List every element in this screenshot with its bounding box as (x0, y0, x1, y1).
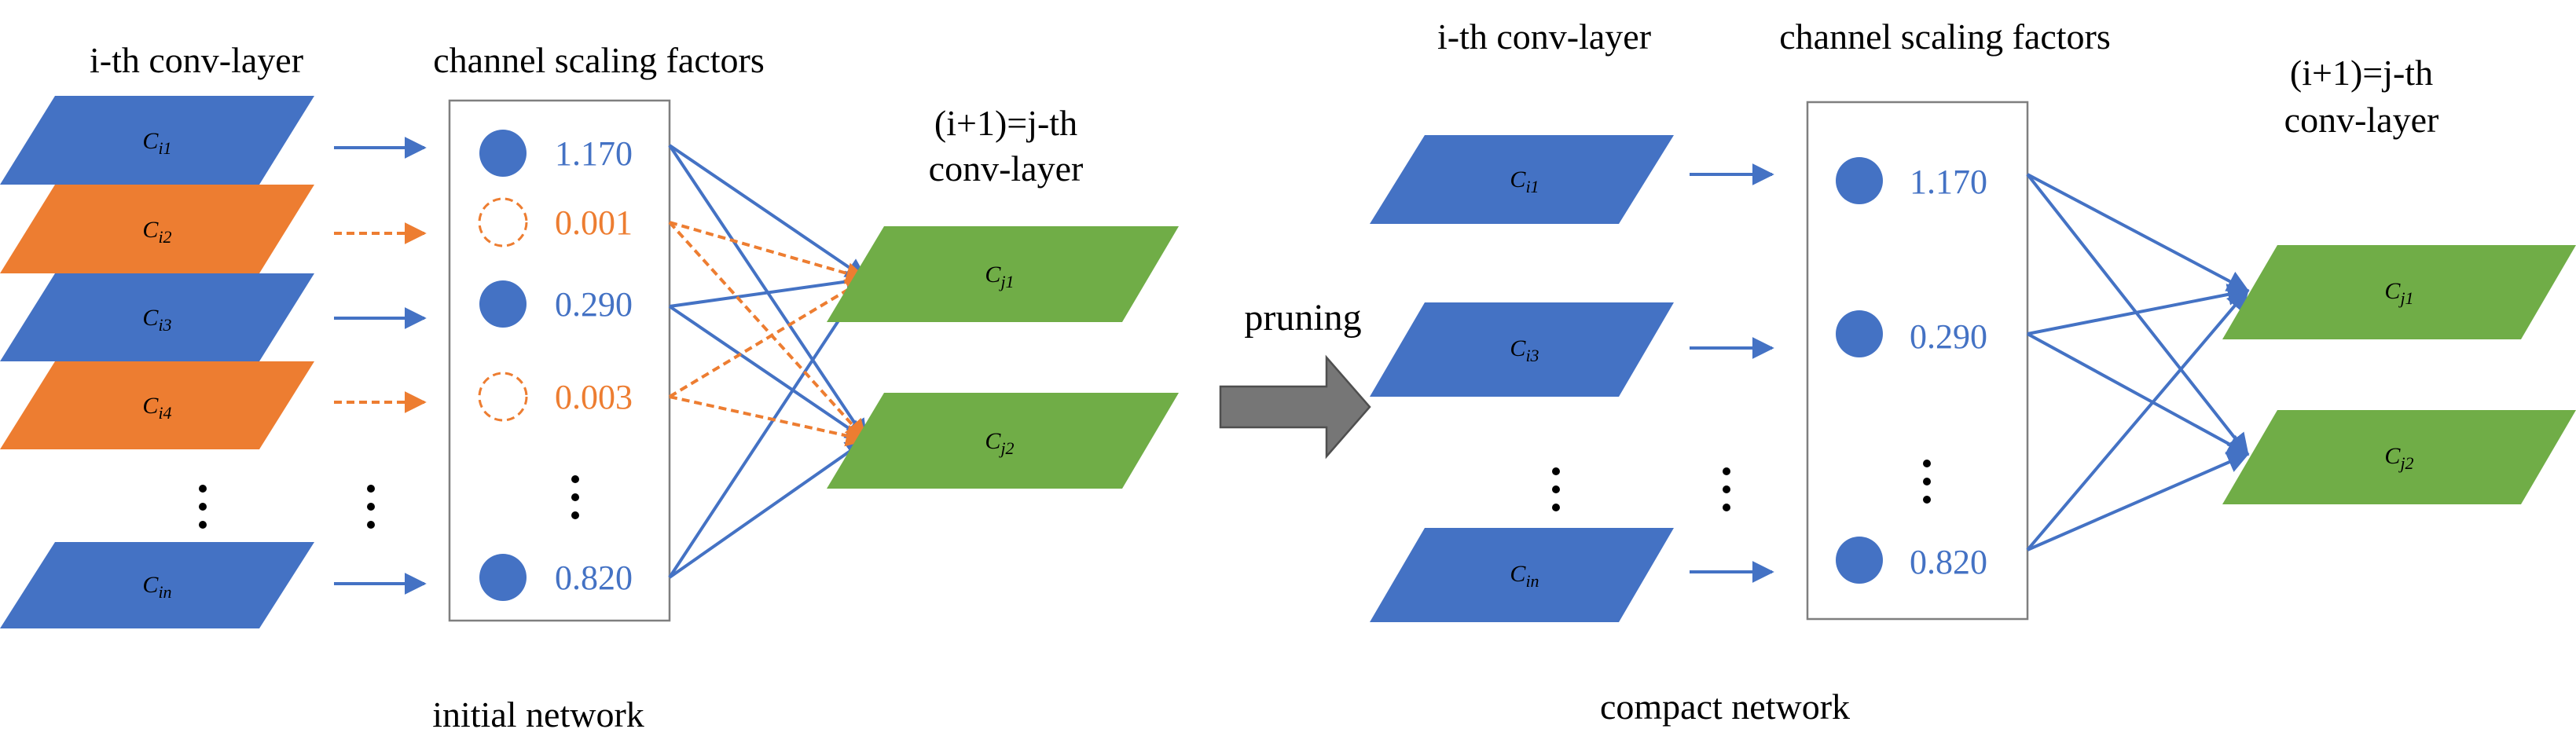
compact-network-caption: compact network (1600, 687, 1850, 727)
factor-dot-kept (479, 130, 527, 177)
pruning-step: pruning (1219, 297, 1371, 460)
initial-channel-plane-i2: Ci2 (0, 185, 314, 273)
channel-subscript: i3 (158, 315, 171, 335)
svg-text:Cj2: Cj2 (2384, 443, 2413, 473)
channel-label: C (2384, 278, 2401, 304)
channel-label: C (142, 128, 159, 154)
compact-jth-layer-title-line2: conv-layer (2284, 100, 2439, 140)
initial-vertical-ellipsis-planes (199, 485, 207, 529)
initial-channel-plane-i3: Ci3 (0, 273, 314, 361)
svg-text:Ci4: Ci4 (142, 393, 171, 423)
initial-jth-layer-title-line2: conv-layer (929, 148, 1084, 189)
svg-text:Cin: Cin (1510, 561, 1539, 591)
factor-dot-pruned (478, 197, 528, 247)
factors-vertical-ellipsis (571, 475, 579, 519)
compact-network: i-th conv-layer channel scaling factors … (1370, 16, 2576, 727)
channel-subscript: in (158, 582, 171, 602)
channel-label: C (2384, 443, 2401, 469)
factor-value: 1.170 (555, 134, 633, 173)
factor-value: 0.003 (555, 378, 633, 416)
pruning-arrow-icon (1219, 354, 1371, 460)
initial-connections (668, 144, 868, 579)
compact-vertical-ellipsis-arrows (1723, 467, 1730, 511)
factor-dot-kept (1836, 157, 1883, 204)
factor-value: 0.820 (1910, 543, 1987, 581)
initial-next-plane-j1: Cj1 (827, 226, 1179, 322)
factor-value: 0.290 (1910, 317, 1987, 356)
initial-next-plane-j2: Cj2 (827, 393, 1179, 489)
channel-label: C (985, 262, 1001, 288)
channel-subscript: j2 (2398, 453, 2413, 473)
channel-subscript: i2 (158, 227, 171, 247)
channel-subscript: i3 (1525, 346, 1539, 365)
initial-channel-plane-i4: Ci4 (0, 361, 314, 449)
channel-label: C (142, 572, 159, 598)
svg-text:Cj1: Cj1 (985, 262, 1014, 291)
channel-label: C (1510, 335, 1526, 361)
channel-label: C (1510, 561, 1526, 587)
factor-dot-kept (1836, 537, 1883, 584)
svg-text:Ci3: Ci3 (142, 305, 171, 335)
pruning-label: pruning (1244, 297, 1361, 339)
svg-text:Ci3: Ci3 (1510, 335, 1539, 365)
compact-vertical-ellipsis-planes (1552, 467, 1560, 511)
compact-connections (2026, 173, 2250, 551)
channel-subscript: i4 (158, 403, 171, 423)
factor-value: 0.820 (555, 559, 633, 597)
factor-dot-pruned (478, 372, 528, 422)
initial-jth-layer-title-line1: (i+1)=j-th (934, 103, 1077, 143)
svg-text:Cj2: Cj2 (985, 428, 1014, 458)
channel-subscript: j2 (998, 438, 1014, 458)
factor-value: 0.290 (555, 285, 633, 324)
svg-text:Ci2: Ci2 (142, 217, 171, 247)
channel-label: C (1510, 167, 1526, 192)
initial-ith-layer-title: i-th conv-layer (90, 40, 303, 80)
svg-text:Cj1: Cj1 (2384, 278, 2413, 308)
initial-channel-plane-in: Cin (0, 542, 314, 628)
channel-label: C (142, 305, 159, 331)
compact-channel-plane-in: Cin (1370, 528, 1674, 622)
channel-label: C (142, 217, 159, 243)
factor-dot-kept (479, 280, 527, 328)
initial-network-caption: initial network (432, 694, 644, 735)
factor-value: 0.001 (555, 203, 633, 242)
compact-ith-layer-title: i-th conv-layer (1437, 16, 1651, 57)
svg-text:Cin: Cin (142, 572, 171, 602)
channel-subscript: j1 (2398, 288, 2413, 308)
compact-next-plane-j2: Cj2 (2222, 410, 2576, 504)
channel-subscript: j1 (998, 272, 1014, 291)
initial-channel-plane-i1: Ci1 (0, 96, 314, 185)
compact-jth-layer-title-line1: (i+1)=j-th (2290, 53, 2433, 93)
initial-scaling-factors-box (448, 99, 671, 622)
factor-dot-kept (1836, 310, 1883, 357)
channel-subscript: i1 (1525, 177, 1539, 196)
channel-subscript: in (1525, 571, 1539, 591)
channel-label: C (985, 428, 1001, 454)
compact-scaling-factors-title: channel scaling factors (1779, 16, 2110, 57)
initial-network: i-th conv-layer channel scaling factors … (0, 40, 1179, 735)
compact-next-plane-j1: Cj1 (2222, 245, 2576, 339)
compact-factors-vertical-ellipsis (1923, 460, 1931, 504)
compact-channel-plane-i3: Ci3 (1370, 302, 1674, 397)
initial-vertical-ellipsis-arrows (367, 485, 375, 529)
channel-subscript: i1 (158, 138, 171, 158)
compact-channel-plane-i1: Ci1 (1370, 135, 1674, 224)
svg-text:Ci1: Ci1 (1510, 167, 1539, 196)
svg-text:Ci1: Ci1 (142, 128, 171, 158)
initial-scaling-factors-title: channel scaling factors (433, 40, 764, 80)
channel-label: C (142, 393, 159, 419)
factor-value: 1.170 (1910, 163, 1987, 201)
factor-dot-kept (479, 554, 527, 601)
